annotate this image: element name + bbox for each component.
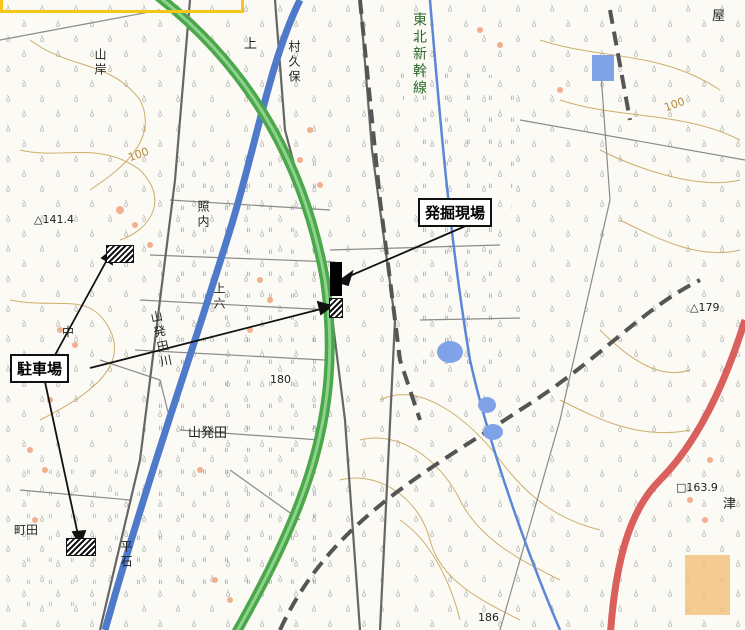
place-teruuchi: 照内 bbox=[196, 200, 210, 230]
parking-marker-south bbox=[66, 538, 96, 556]
spot-height-186: 186 bbox=[478, 611, 499, 624]
parking-marker-north bbox=[106, 245, 134, 263]
shinkansen-label: 東北新幹線 bbox=[411, 12, 427, 97]
place-kamiroku: 上六 bbox=[212, 282, 226, 312]
place-murakubo: 村久保 bbox=[287, 40, 301, 85]
place-ya: 屋 bbox=[712, 9, 726, 24]
spot-height-141: △141.4 bbox=[34, 213, 74, 226]
excavation-site-marker bbox=[330, 262, 342, 296]
place-tsu: 津 bbox=[723, 497, 737, 512]
spot-height-163: □163.9 bbox=[676, 481, 718, 494]
spot-height-179: △179 bbox=[690, 301, 720, 314]
parking-label: 駐車場 bbox=[10, 354, 70, 383]
place-yamagishi: 山岸 bbox=[93, 48, 107, 78]
place-kami: 上 bbox=[244, 37, 258, 52]
place-yamahatta: 山発田 bbox=[188, 426, 228, 441]
excavation-site-label: 発掘現場 bbox=[418, 198, 493, 227]
place-machida: 町田 bbox=[14, 523, 39, 537]
spot-height-180: 180 bbox=[270, 373, 291, 386]
place-naka: 中 bbox=[62, 325, 75, 339]
excavation-parking-marker bbox=[329, 298, 343, 318]
highlight-frame bbox=[0, 0, 244, 13]
place-hiraishi: 平石 bbox=[119, 540, 133, 570]
